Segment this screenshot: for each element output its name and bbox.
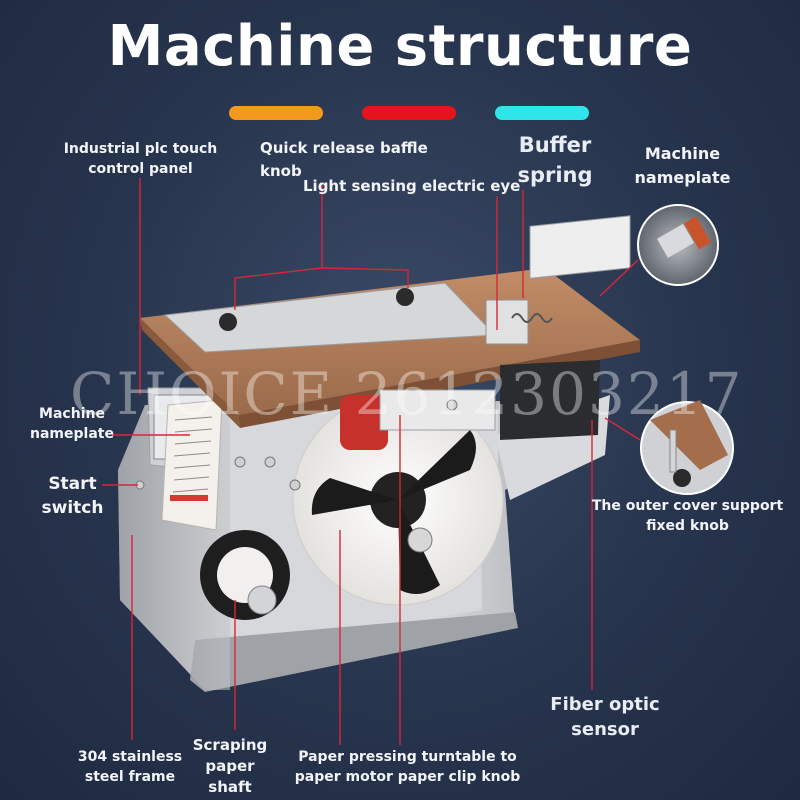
- nameplate-stripe: [170, 495, 208, 501]
- screw: [289, 479, 301, 491]
- screw: [446, 399, 458, 411]
- leader-baffle-2: [321, 267, 409, 288]
- wood-top-edge: [238, 340, 640, 428]
- pressure-roller-red: [340, 395, 388, 450]
- cyan-bar: [495, 106, 589, 120]
- page-title: Machine structure: [107, 14, 693, 79]
- baffle-knob-right: [396, 288, 414, 306]
- turntable-knob: [407, 527, 433, 553]
- leader-nameplate-top: [599, 259, 639, 297]
- spring-block: [485, 299, 529, 345]
- spring-housing: [529, 215, 631, 279]
- base-plate: [190, 612, 518, 692]
- leader-baffle: [234, 185, 323, 310]
- roller-bracket: [379, 389, 496, 431]
- spring-coil: [511, 313, 553, 323]
- wood-top-left-edge: [140, 318, 240, 428]
- turntable-arms: [311, 430, 476, 594]
- red-bar: [362, 106, 456, 120]
- baffle-knob-left: [219, 313, 237, 331]
- sensor-dark-block: [500, 360, 600, 440]
- scraping-shaft-knob: [247, 585, 277, 615]
- orange-bar: [229, 106, 323, 120]
- watermark: CHOICE 2612303217: [70, 360, 744, 428]
- screw: [264, 456, 276, 468]
- screw: [234, 456, 246, 468]
- leader-outer-cover: [604, 417, 641, 441]
- label-electric-eye: Light sensing electric eye: [303, 177, 521, 195]
